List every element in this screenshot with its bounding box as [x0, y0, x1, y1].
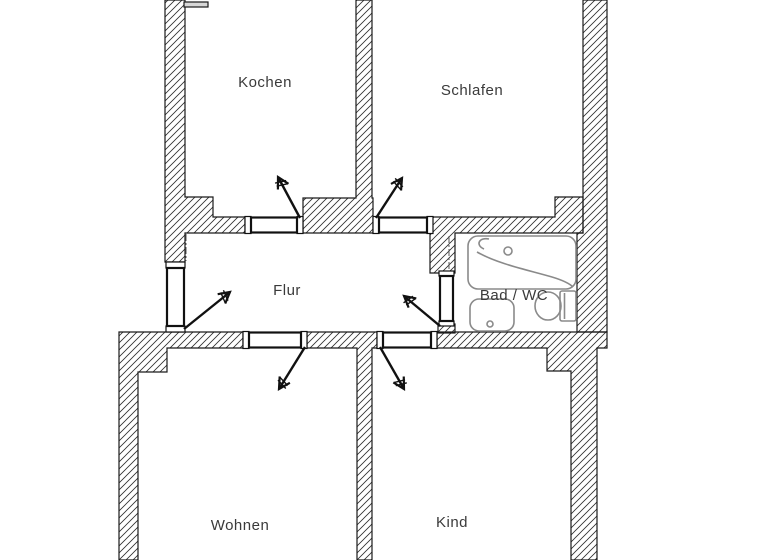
door-entrance	[165, 261, 232, 333]
door-leaf	[381, 331, 433, 349]
bathtub	[467, 235, 577, 290]
door-swing-arrow	[274, 174, 302, 219]
wall-center-bottom	[306, 331, 378, 560]
wall-schlafen-bottom-and-bath	[429, 196, 584, 274]
wall-left-upper	[164, 0, 246, 263]
toilet	[534, 290, 577, 322]
door-swing-arrow	[378, 346, 407, 391]
hidden-edges	[185, 234, 450, 269]
door-leaf	[438, 274, 455, 323]
bathroom-fixtures	[467, 235, 577, 332]
room-label-kind: Kind	[436, 514, 468, 531]
door-leaf	[249, 216, 299, 234]
door-wohnen	[242, 330, 308, 391]
door-swing-arrow	[374, 176, 404, 219]
door-swing-arrow	[402, 294, 441, 327]
wall-structure	[118, 0, 608, 560]
door-leaf	[247, 331, 303, 349]
door-leaf	[377, 216, 429, 234]
door-bad	[402, 270, 455, 327]
room-label-schlafen: Schlafen	[441, 82, 503, 99]
wall-step-top-left	[183, 1, 209, 8]
washbasin	[469, 298, 515, 332]
wall-right-upper	[576, 0, 608, 333]
door-kochen	[244, 174, 304, 235]
room-label-wohnen: Wohnen	[211, 517, 270, 534]
wall-right-lower	[436, 331, 608, 560]
room-label-bad-wc: Bad / WC	[480, 287, 548, 304]
door-leaf	[165, 266, 186, 328]
wall-kochen-schlafen-divider	[302, 0, 374, 234]
room-label-flur: Flur	[273, 282, 301, 299]
door-schlafen	[372, 176, 434, 235]
door-swing-arrow	[277, 346, 307, 391]
room-labels: Kochen Schlafen Flur Bad / WC Wohnen Kin…	[211, 74, 548, 534]
door-kind	[376, 330, 438, 391]
room-label-kochen: Kochen	[238, 74, 292, 91]
door-swing-arrow	[183, 289, 232, 330]
